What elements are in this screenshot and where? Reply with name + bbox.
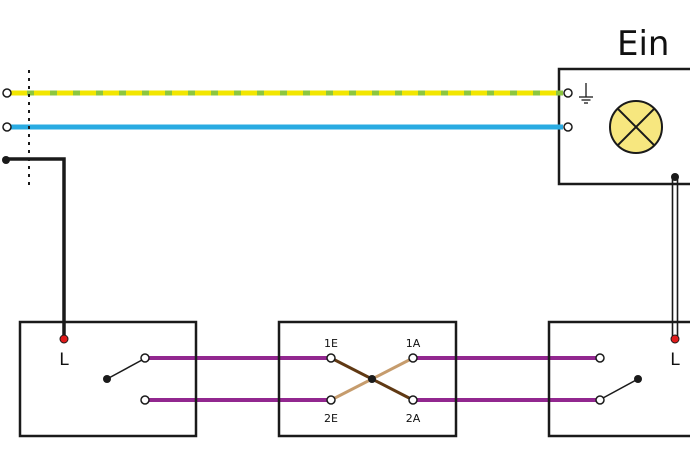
switch-box-right xyxy=(547,320,690,438)
switch-right-lever xyxy=(602,378,639,399)
intermediate-switch-box xyxy=(277,320,458,438)
lamp-neutral-terminal xyxy=(563,122,573,132)
switch-left-terminal-2 xyxy=(140,395,150,405)
intermediate-terminal-2a xyxy=(408,395,418,405)
terminal-label-1e: 1E xyxy=(324,337,338,350)
switch-right-pivot xyxy=(634,375,642,383)
terminal-label-1a: 1A xyxy=(406,337,421,350)
traveler-wires xyxy=(145,356,600,402)
line-wire-supply xyxy=(6,157,66,338)
intermediate-pivot xyxy=(368,375,376,383)
lamp-feed-wire xyxy=(671,178,679,338)
switch-left-pivot xyxy=(103,375,111,383)
ground-icon xyxy=(579,83,593,104)
switch-left-lever xyxy=(106,359,143,380)
lamp-feed-terminal xyxy=(671,173,679,181)
supply-neutral-terminal xyxy=(2,122,12,132)
supply-pe-terminal xyxy=(2,88,12,98)
switch-right-terminal-1 xyxy=(595,353,605,363)
switch-left-terminal-1 xyxy=(140,353,150,363)
terminal-label-2a: 2A xyxy=(406,412,421,425)
lamp-icon xyxy=(609,100,663,154)
switch-right-label: L xyxy=(670,350,680,370)
supply-line-terminal xyxy=(2,156,10,164)
switch-box-left xyxy=(18,320,198,438)
switch-right-live-terminal xyxy=(670,334,680,344)
intermediate-terminal-1a xyxy=(408,353,418,363)
switch-right-terminal-2 xyxy=(595,395,605,405)
lamp-pe-terminal xyxy=(563,88,573,98)
diagram-title: Ein xyxy=(617,24,669,64)
intermediate-terminal-2e xyxy=(326,395,336,405)
intermediate-terminal-1e xyxy=(326,353,336,363)
switch-left-label: L xyxy=(59,350,69,370)
terminal-label-2e: 2E xyxy=(324,412,338,425)
switch-left-live-terminal xyxy=(59,334,69,344)
